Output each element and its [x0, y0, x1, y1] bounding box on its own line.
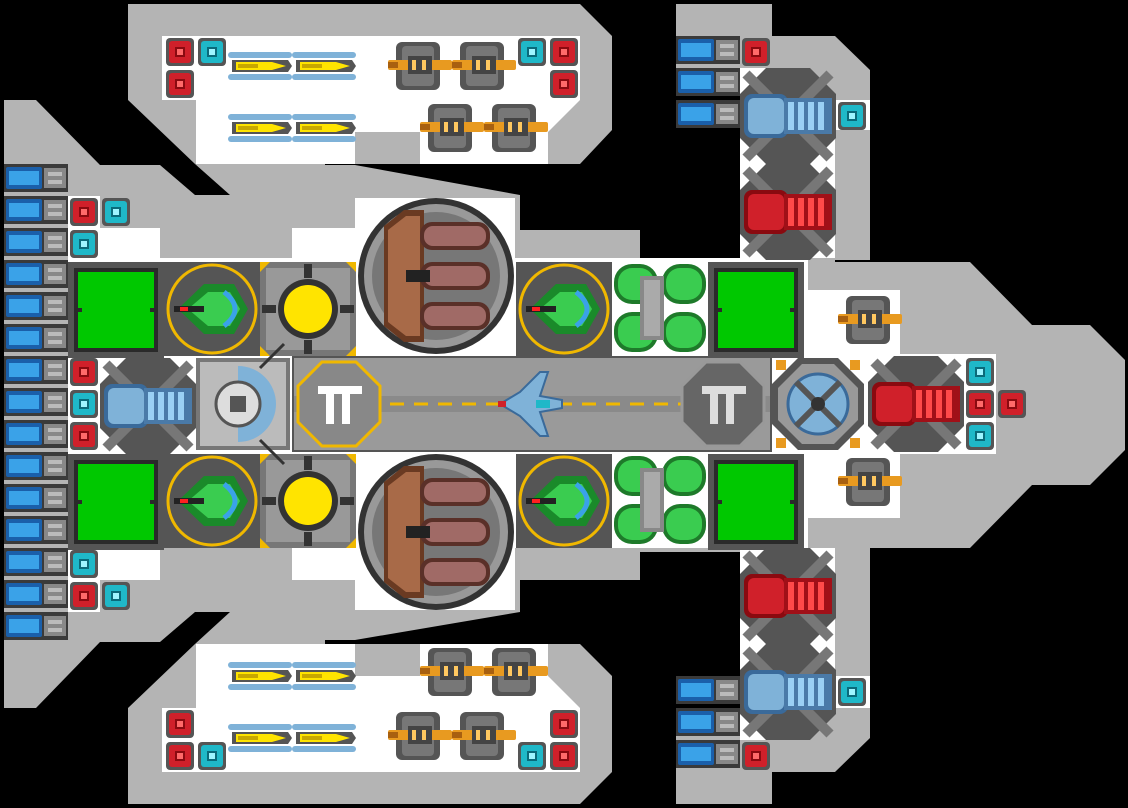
- red-block-icon[interactable]: [70, 198, 98, 226]
- cyan-block-icon[interactable]: [966, 422, 994, 450]
- blue-thruster-icon[interactable]: [4, 452, 68, 480]
- blue-thruster-icon[interactable]: [676, 36, 740, 64]
- yellow-missile-launcher-icon[interactable]: [228, 52, 292, 80]
- green-turret-icon[interactable]: [516, 262, 612, 356]
- yellow-missile-launcher-icon[interactable]: [292, 724, 356, 752]
- green-cargo-container-icon[interactable]: [68, 454, 164, 550]
- red-block-icon[interactable]: [70, 582, 98, 610]
- red-block-icon[interactable]: [166, 710, 194, 738]
- red-engine-icon[interactable]: [740, 164, 836, 260]
- blue-thruster-icon[interactable]: [676, 100, 740, 128]
- docked-fighter-icon[interactable]: [498, 371, 563, 437]
- blue-thruster-icon[interactable]: [4, 388, 68, 416]
- blue-engine-icon[interactable]: [740, 68, 836, 164]
- landing-pad-icon[interactable]: [680, 360, 766, 448]
- cyan-block-icon[interactable]: [70, 550, 98, 578]
- cyan-block-icon[interactable]: [838, 678, 866, 706]
- blue-thruster-icon[interactable]: [676, 676, 740, 704]
- green-turret-icon[interactable]: [164, 262, 260, 356]
- red-engine-icon[interactable]: [868, 356, 964, 452]
- red-block-icon[interactable]: [550, 710, 578, 738]
- yellow-missile-launcher-icon[interactable]: [228, 114, 292, 142]
- red-block-icon[interactable]: [166, 38, 194, 66]
- yellow-reactor-core-icon[interactable]: [260, 454, 356, 548]
- brown-heavy-cannon-icon[interactable]: [358, 454, 514, 610]
- hangar-runway[interactable]: [292, 356, 772, 452]
- cyan-block-icon[interactable]: [70, 390, 98, 418]
- red-block-icon[interactable]: [742, 742, 770, 770]
- red-block-icon[interactable]: [742, 38, 770, 66]
- red-block-icon[interactable]: [166, 742, 194, 770]
- blue-thruster-icon[interactable]: [4, 356, 68, 384]
- blue-thruster-icon[interactable]: [4, 420, 68, 448]
- cyan-block-icon[interactable]: [70, 230, 98, 258]
- green-fuel-tanks-icon[interactable]: [612, 260, 708, 356]
- cyan-block-icon[interactable]: [198, 742, 226, 770]
- yellow-missile-launcher-icon[interactable]: [228, 724, 292, 752]
- cyan-block-icon[interactable]: [966, 358, 994, 386]
- octagon-hub-icon[interactable]: [772, 358, 864, 450]
- blue-thruster-icon[interactable]: [4, 580, 68, 608]
- blue-thruster-icon[interactable]: [4, 292, 68, 320]
- green-cargo-container-icon[interactable]: [708, 262, 804, 358]
- blue-thruster-icon[interactable]: [4, 484, 68, 512]
- red-block-icon[interactable]: [550, 742, 578, 770]
- yellow-missile-launcher-icon[interactable]: [292, 662, 356, 690]
- blue-thruster-icon[interactable]: [676, 708, 740, 736]
- blue-engine-icon[interactable]: [740, 644, 836, 740]
- brown-heavy-cannon-icon[interactable]: [358, 198, 514, 354]
- blue-thruster-icon[interactable]: [676, 740, 740, 768]
- dish-module-icon[interactable]: [196, 342, 290, 466]
- blue-thruster-icon[interactable]: [4, 196, 68, 224]
- yellow-missile-launcher-icon[interactable]: [292, 52, 356, 80]
- cyan-block-icon[interactable]: [198, 38, 226, 66]
- red-block-icon[interactable]: [550, 70, 578, 98]
- green-fuel-tanks-icon[interactable]: [612, 452, 708, 548]
- blue-thruster-icon[interactable]: [4, 164, 68, 192]
- red-block-icon[interactable]: [998, 390, 1026, 418]
- red-block-icon[interactable]: [966, 390, 994, 418]
- red-block-icon[interactable]: [70, 358, 98, 386]
- green-cargo-container-icon[interactable]: [68, 262, 164, 358]
- yellow-reactor-core-icon[interactable]: [260, 262, 356, 356]
- blue-thruster-icon[interactable]: [4, 612, 68, 640]
- red-block-icon[interactable]: [166, 70, 194, 98]
- right-modules: [676, 36, 1026, 770]
- green-turret-icon[interactable]: [516, 454, 612, 548]
- cyan-block-icon[interactable]: [838, 102, 866, 130]
- blue-thruster-icon[interactable]: [4, 260, 68, 288]
- blue-thruster-icon[interactable]: [4, 324, 68, 352]
- red-engine-icon[interactable]: [740, 548, 836, 644]
- cyan-block-icon[interactable]: [102, 198, 130, 226]
- green-turret-icon[interactable]: [164, 454, 260, 548]
- cyan-block-icon[interactable]: [518, 742, 546, 770]
- green-cargo-container-icon[interactable]: [708, 454, 804, 550]
- red-block-icon[interactable]: [70, 422, 98, 450]
- blue-thruster-icon[interactable]: [676, 68, 740, 96]
- blue-thruster-icon[interactable]: [4, 228, 68, 256]
- thruster-column-left: [4, 164, 68, 640]
- main-modules: [68, 198, 804, 610]
- cyan-block-icon[interactable]: [102, 582, 130, 610]
- yellow-missile-launcher-icon[interactable]: [292, 114, 356, 142]
- blue-thruster-icon[interactable]: [4, 516, 68, 544]
- blue-engine-icon[interactable]: [100, 358, 196, 454]
- blue-thruster-icon[interactable]: [4, 548, 68, 576]
- landing-pad-icon[interactable]: [296, 360, 382, 448]
- yellow-missile-launcher-icon[interactable]: [228, 662, 292, 690]
- cyan-block-icon[interactable]: [518, 38, 546, 66]
- red-block-icon[interactable]: [550, 38, 578, 66]
